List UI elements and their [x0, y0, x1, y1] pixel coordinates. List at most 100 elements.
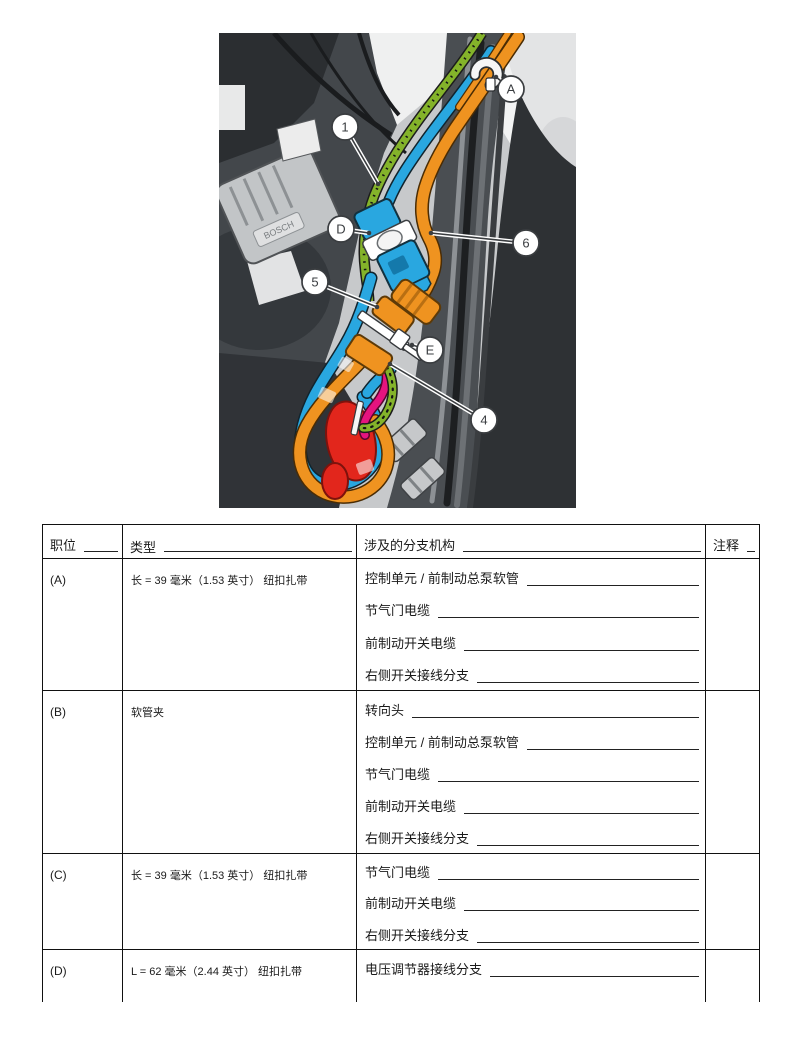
branch-label: 节气门电缆 — [365, 865, 431, 881]
callout-label: D — [336, 222, 345, 237]
branch-item: 右侧开关接线分支 — [365, 919, 699, 949]
callout-D: D — [327, 215, 372, 243]
bosch-unit: BOSCH — [219, 147, 341, 265]
branch-item: 右侧开关接线分支 — [365, 822, 699, 853]
leader-line — [412, 716, 699, 718]
orange-connector — [371, 278, 442, 336]
branch-item: 电压调节器接线分支 — [365, 952, 699, 985]
hose-collar — [400, 457, 446, 501]
leader-line — [747, 551, 755, 552]
header-type: 类型 — [123, 525, 357, 558]
branch-label: 电压调节器接线分支 — [365, 962, 483, 977]
blue-connector — [353, 198, 432, 301]
callout-label: E — [426, 343, 435, 358]
branch-item: 前制动开关电缆 — [365, 626, 699, 659]
branches-cell: 节气门电缆 前制动开关电缆 右侧开关接线分支 — [357, 854, 706, 949]
branch-label: 节气门电缆 — [365, 603, 431, 619]
leader-line — [526, 748, 699, 750]
callout-4: 4 — [387, 361, 498, 434]
leader-line — [464, 649, 699, 651]
type-cell: 长 = 39 毫米（1.53 英寸） 纽扣扎带 — [123, 559, 357, 690]
leader-line — [164, 551, 352, 552]
branches-cell: 转向头 控制单元 / 前制动总泵软管 节气门电缆 前制动开关电缆 右侧开关接线分… — [357, 691, 706, 853]
leader-line — [490, 976, 699, 977]
black-cables — [272, 33, 407, 155]
leader-line — [438, 879, 699, 881]
callout-label: 5 — [311, 275, 318, 290]
orange-connector-lower — [344, 333, 394, 377]
callout-6: 6 — [428, 229, 540, 257]
header-type-label: 类型 — [130, 540, 157, 555]
branch-item: 节气门电缆 — [365, 757, 699, 789]
green-branch — [358, 362, 398, 434]
cable-tie — [350, 310, 424, 436]
branch-label: 控制单元 / 前制动总泵软管 — [365, 734, 519, 750]
table-row: (C) 长 = 39 毫米（1.53 英寸） 纽扣扎带 节气门电缆 前制动开关电… — [43, 854, 760, 950]
type-cell: 长 = 39 毫米（1.53 英寸） 纽扣扎带 — [123, 854, 357, 949]
branch-item: 控制单元 / 前制动总泵软管 — [365, 725, 699, 757]
leader-line — [464, 813, 699, 815]
leader-line — [477, 682, 699, 684]
branch-label: 前制动开关电缆 — [365, 896, 457, 912]
branch-item: 控制单元 / 前制动总泵软管 — [365, 561, 699, 594]
callout-layer: 1 A D 6 5E 4 — [301, 74, 540, 434]
branch-label: 节气门电缆 — [365, 766, 431, 782]
branch-label: 控制单元 / 前制动总泵软管 — [365, 570, 519, 586]
leader-line — [438, 617, 699, 619]
branch-label: 右侧开关接线分支 — [365, 668, 470, 684]
header-notes-label: 注释 — [713, 538, 740, 553]
callout-label: 4 — [480, 413, 487, 428]
fork-leg — [467, 91, 576, 508]
branch-item: 前制动开关电缆 — [365, 790, 699, 822]
leader-line — [463, 551, 701, 552]
branch-item: 转向头 — [365, 693, 699, 725]
header-notes: 注释 — [706, 525, 760, 558]
callout-label: 6 — [522, 236, 529, 251]
branch-label: 前制动开关电缆 — [365, 799, 457, 815]
table-row: (B) 软管夹 转向头 控制单元 / 前制动总泵软管 节气门电缆 前制动开关电缆… — [43, 691, 760, 854]
callout-A: A — [493, 74, 525, 103]
branch-item: 右侧开关接线分支 — [365, 659, 699, 691]
branch-label: 右侧开关接线分支 — [365, 927, 470, 943]
type-cell: L = 62 毫米（2.44 英寸） 纽扣扎带 — [123, 950, 357, 1002]
position-cell: (B) — [43, 691, 123, 853]
branch-label: 右侧开关接线分支 — [365, 831, 470, 847]
branch-item: 前制动开关电缆 — [365, 887, 699, 918]
callout-label: 1 — [341, 120, 348, 135]
leader-line — [477, 941, 699, 943]
type-cell: 软管夹 — [123, 691, 357, 853]
callout-label: A — [507, 82, 516, 97]
clamp-table: 职位 类型 涉及的分支机构 注释 (A) 长 = 39 毫米（1.53 英寸） … — [42, 524, 760, 1002]
branches-cell: 控制单元 / 前制动总泵软管 节气门电缆 前制动开关电缆 右侧开关接线分支 — [357, 559, 706, 690]
notes-cell — [706, 854, 760, 949]
tie-wraps — [317, 356, 375, 475]
branch-item: 节气门电缆 — [365, 856, 699, 887]
notes-cell — [706, 559, 760, 690]
leader-line — [438, 780, 699, 782]
leader-line — [464, 910, 699, 912]
header-branches: 涉及的分支机构 — [357, 525, 706, 558]
position-cell: (C) — [43, 854, 123, 949]
notes-cell — [706, 691, 760, 853]
wiring-illustration: BOSCH — [219, 33, 576, 508]
leader-line — [526, 584, 699, 586]
table-header-row: 职位 类型 涉及的分支机构 注释 — [43, 525, 760, 559]
leader-line — [477, 845, 699, 847]
table-row: (D) L = 62 毫米（2.44 英寸） 纽扣扎带 电压调节器接线分支 — [43, 950, 760, 1002]
branch-label: 转向头 — [365, 702, 405, 718]
callout-5: 5 — [301, 268, 380, 310]
header-position-label: 职位 — [50, 538, 77, 553]
callout-E: E — [409, 336, 444, 364]
callout-1: 1 — [331, 113, 381, 187]
table-row: (A) 长 = 39 毫米（1.53 英寸） 纽扣扎带 控制单元 / 前制动总泵… — [43, 559, 760, 691]
leader-line — [84, 551, 118, 552]
position-cell: (D) — [43, 950, 123, 1002]
wiring-figure: BOSCH — [219, 33, 576, 508]
branch-label: 前制动开关电缆 — [365, 635, 457, 651]
retaining-clip — [469, 57, 504, 92]
table-body: (A) 长 = 39 毫米（1.53 英寸） 纽扣扎带 控制单元 / 前制动总泵… — [43, 559, 760, 1002]
header-branches-label: 涉及的分支机构 — [364, 538, 456, 553]
branch-item: 节气门电缆 — [365, 594, 699, 627]
position-cell: (A) — [43, 559, 123, 690]
